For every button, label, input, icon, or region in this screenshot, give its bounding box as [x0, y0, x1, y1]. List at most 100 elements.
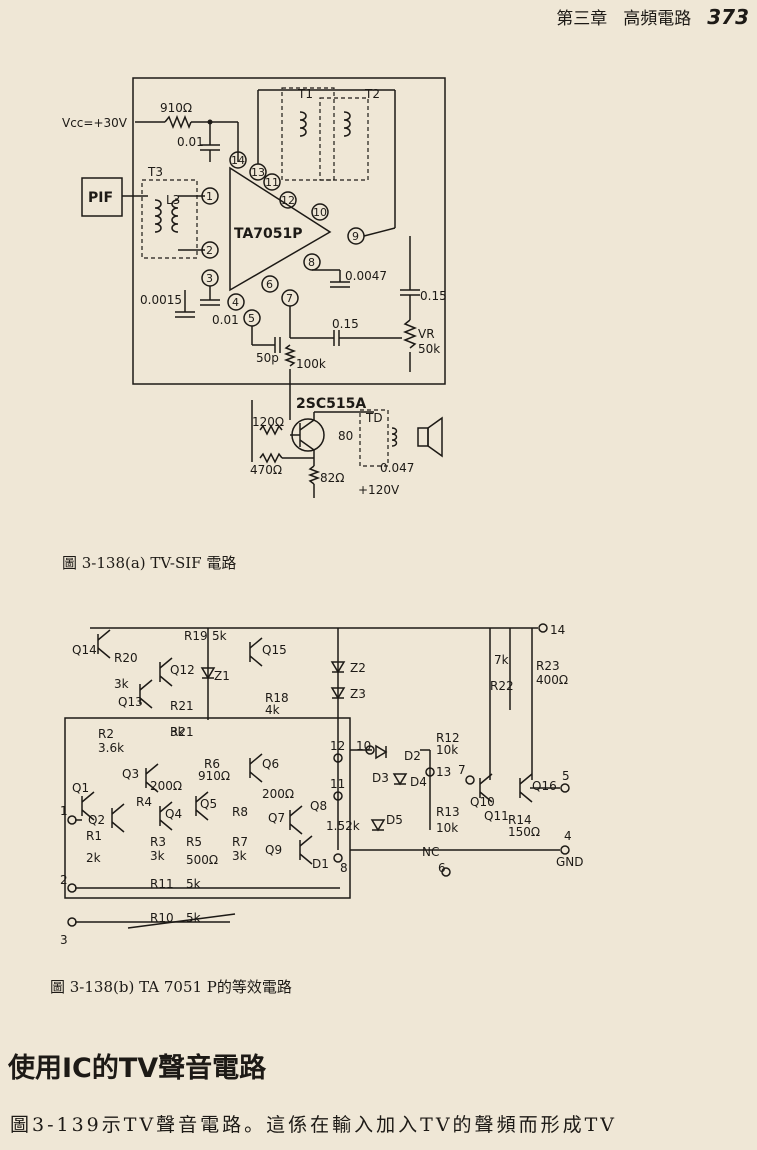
svg-text:Q7: Q7 — [268, 811, 285, 825]
svg-text:12: 12 — [330, 739, 345, 753]
page-number: 373 — [707, 5, 749, 29]
svg-text:Q8: Q8 — [310, 799, 327, 813]
svg-text:3k: 3k — [150, 849, 165, 863]
svg-text:3.6k: 3.6k — [98, 741, 124, 755]
section-label: 高頻電路 — [623, 9, 692, 29]
svg-text:200Ω: 200Ω — [262, 787, 294, 801]
svg-text:Z1: Z1 — [214, 669, 230, 683]
svg-text:R2: R2 — [98, 727, 114, 741]
r100k-label: 100k — [296, 357, 326, 371]
transistor-label: 2SC515A — [296, 396, 366, 412]
c00015-label: 0.0015 — [140, 293, 182, 307]
svg-text:Q5: Q5 — [200, 797, 217, 811]
chapter-label: 第三章 — [556, 9, 608, 29]
t1-shield — [281, 87, 335, 181]
svg-text:R18: R18 — [265, 691, 289, 705]
svg-text:7k: 7k — [494, 653, 509, 667]
svg-text:1: 1 — [60, 804, 68, 818]
l3-label: L3 — [166, 193, 180, 207]
ic-pins: 1 2 3 4 5 6 7 8 9 10 11 12 13 14 — [201, 151, 365, 327]
svg-text:D3: D3 — [372, 771, 389, 785]
svg-text:D2: D2 — [404, 749, 421, 763]
svg-text:5k: 5k — [186, 877, 201, 891]
r120-label: 120Ω — [252, 415, 284, 429]
svg-text:11: 11 — [265, 176, 279, 189]
svg-text:D5: D5 — [386, 813, 403, 827]
svg-text:8: 8 — [308, 256, 315, 269]
svg-text:3k: 3k — [170, 725, 185, 739]
svg-text:R21: R21 — [170, 725, 194, 739]
svg-text:5k: 5k — [186, 911, 201, 925]
svg-text:R8: R8 — [232, 805, 248, 819]
svg-text:400Ω: 400Ω — [536, 673, 568, 687]
svg-text:2: 2 — [60, 873, 68, 887]
pin-labels: 1 2 3 4 GND 5 6 NC 7 8 10 11 12 13 — [60, 739, 584, 947]
td-transformer — [359, 409, 389, 467]
svg-text:R4: R4 — [136, 795, 152, 809]
svg-text:200Ω: 200Ω — [150, 779, 182, 793]
svg-text:GND: GND — [556, 855, 584, 869]
t3-shield — [141, 179, 198, 259]
body-paragraph: 圖3-139示TV聲音電路。這係在輸入加入TV的聲頻而形成TV — [10, 1114, 617, 1136]
svg-text:R5: R5 — [186, 835, 202, 849]
svg-text:Q3: Q3 — [122, 767, 139, 781]
section-title: 使用IC的TV聲音電路 — [8, 1053, 267, 1084]
svg-text:6: 6 — [266, 278, 273, 291]
c001b-label: 0.01 — [212, 313, 239, 327]
svg-text:NC: NC — [422, 845, 439, 859]
svg-text:Q14: Q14 — [72, 643, 97, 657]
transistor-labels: Q14 Q12 Q13 Q15 Q1 Q2 Q3 Q4 Q5 Q6 Q7 Q8 … — [72, 643, 557, 857]
svg-text:13: 13 — [436, 765, 451, 779]
svg-text:R22: R22 — [490, 679, 514, 693]
vr-value: 50k — [418, 342, 440, 356]
r82-label: 82Ω — [320, 471, 344, 485]
vr-label: VR — [418, 327, 435, 341]
resistor-labels: R19 5k R20 3k R21 R21 3k R18 4k R2 3.6k … — [86, 629, 568, 925]
t2-shield — [319, 97, 369, 181]
svg-text:3: 3 — [206, 272, 213, 285]
c001a-label: 0.01 — [177, 135, 204, 149]
svg-text:2: 2 — [206, 244, 213, 257]
svg-text:Q12: Q12 — [170, 663, 195, 677]
resistor-910 — [164, 114, 192, 130]
c015b-label: 0.15 — [332, 317, 359, 331]
svg-text:Z3: Z3 — [350, 687, 366, 701]
svg-text:R19: R19 — [184, 629, 208, 643]
diode-labels: Z1 Z2 Z3 D1 D2 D3 D4 D5 — [214, 661, 427, 871]
pif-label: PIF — [88, 190, 113, 206]
svg-text:R3: R3 — [150, 835, 166, 849]
svg-text:4: 4 — [564, 829, 572, 843]
svg-text:Q6: Q6 — [262, 757, 279, 771]
svg-text:Q15: Q15 — [262, 643, 287, 657]
t1-label: T1 — [297, 87, 313, 101]
svg-text:13: 13 — [251, 166, 265, 179]
svg-text:500Ω: 500Ω — [186, 853, 218, 867]
svg-text:R13: R13 — [436, 805, 460, 819]
svg-text:2k: 2k — [86, 851, 101, 865]
svg-text:R14: R14 — [508, 813, 532, 827]
pin14-label: 14 — [550, 623, 565, 637]
supply-label: +120V — [358, 483, 400, 497]
svg-text:R23: R23 — [536, 659, 560, 673]
svg-text:10: 10 — [356, 739, 371, 753]
svg-text:5: 5 — [248, 312, 255, 325]
svg-text:1: 1 — [206, 190, 213, 203]
svg-text:3k: 3k — [232, 849, 247, 863]
c50p-label: 50p — [256, 351, 279, 365]
td-value: 80 — [338, 429, 353, 443]
svg-text:Q11: Q11 — [484, 809, 509, 823]
svg-text:9: 9 — [352, 230, 359, 243]
svg-text:8: 8 — [340, 861, 348, 875]
figure-b-schematic: 14 Q14 Q12 Q13 Q15 Q1 Q2 Q3 Q4 Q5 Q6 Q7 … — [60, 623, 584, 947]
svg-text:Q16: Q16 — [532, 779, 557, 793]
c00047-label: 0.0047 — [345, 269, 387, 283]
svg-text:14: 14 — [231, 154, 245, 167]
figure-b-caption: 圖 3-138(b) TA 7051 P的等效電路 — [50, 978, 292, 996]
figure-a-schematic: Vcc=+30V 910Ω 0.01 PIF T3 L3 TA7051P 1 2… — [62, 77, 447, 498]
svg-text:Q4: Q4 — [165, 807, 182, 821]
svg-text:D4: D4 — [410, 775, 427, 789]
svg-text:10k: 10k — [436, 821, 458, 835]
svg-text:5: 5 — [562, 769, 570, 783]
figure-a-caption: 圖 3-138(a) TV-SIF 電路 — [62, 554, 237, 572]
